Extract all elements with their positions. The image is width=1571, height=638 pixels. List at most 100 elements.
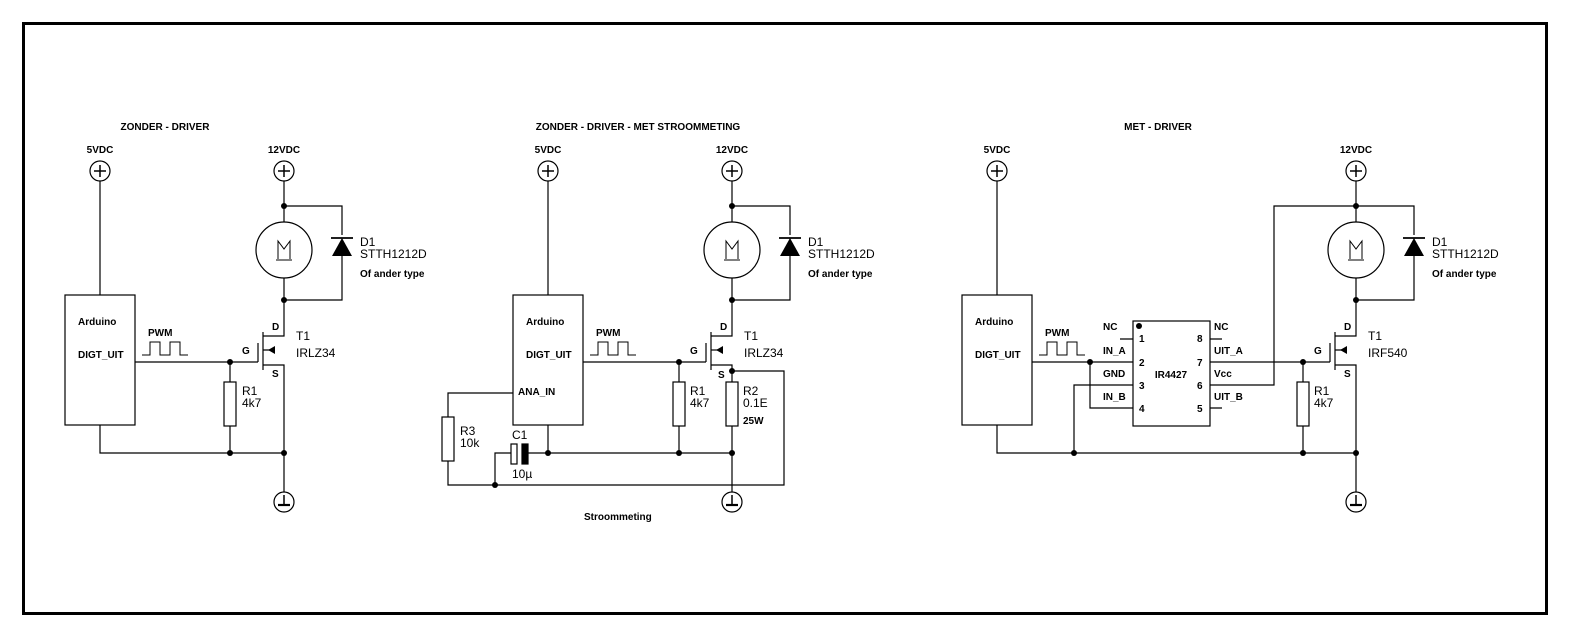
mosfet-ref: T1 bbox=[296, 329, 310, 343]
pin-number: 6 bbox=[1197, 381, 1203, 392]
pin-number: 1 bbox=[1139, 334, 1145, 345]
circuit-title: ZONDER - DRIVER bbox=[121, 122, 211, 133]
diode-ref: D1 bbox=[1432, 235, 1448, 249]
motor-symbol bbox=[1327, 221, 1385, 279]
r1-symbol bbox=[1296, 381, 1310, 427]
c1-value: 10µ bbox=[512, 467, 532, 481]
r2-symbol bbox=[725, 381, 739, 427]
pin-number: 8 bbox=[1197, 334, 1203, 345]
motor-symbol bbox=[255, 221, 313, 279]
diode-symbol bbox=[778, 237, 802, 257]
r3-ref: R3 bbox=[460, 424, 476, 438]
r1-symbol bbox=[223, 381, 237, 427]
r1-ref: R1 bbox=[690, 384, 706, 398]
pin-number: 5 bbox=[1197, 404, 1203, 415]
diode-symbol bbox=[1402, 237, 1426, 257]
r3-value: 10k bbox=[460, 436, 480, 450]
pwm-label: PWM bbox=[1045, 328, 1069, 339]
supply-12v-symbol bbox=[1345, 160, 1367, 182]
supply-12v-symbol bbox=[721, 160, 743, 182]
r2-ref: R2 bbox=[743, 384, 759, 398]
supply-5v-label: 5VDC bbox=[87, 145, 114, 156]
ground-symbol bbox=[1344, 490, 1368, 514]
supply-12v-symbol bbox=[273, 160, 295, 182]
drawing-frame bbox=[22, 22, 1548, 615]
diode-ref: D1 bbox=[360, 235, 376, 249]
arduino-pin-out: DIGT_UIT bbox=[78, 350, 124, 361]
r2-value: 0.1E bbox=[743, 396, 768, 410]
arduino-pin-in: ANA_IN bbox=[518, 387, 555, 398]
supply-5v-symbol bbox=[89, 160, 111, 182]
r1-value: 4k7 bbox=[690, 396, 710, 410]
r1-symbol bbox=[672, 381, 686, 427]
r3-symbol bbox=[441, 416, 455, 462]
ground-symbol bbox=[272, 490, 296, 514]
arduino-pin-out: DIGT_UIT bbox=[975, 350, 1021, 361]
circuit-title: ZONDER - DRIVER - MET STROOMMETING bbox=[536, 122, 741, 133]
arduino-label: Arduino bbox=[78, 317, 116, 328]
pwm-waveform bbox=[1039, 341, 1085, 356]
pin-label: IN_B bbox=[1103, 392, 1126, 403]
driver-left-pins: NC 1 IN_A 2 GND 3 IN_B 4 bbox=[1103, 322, 1145, 415]
supply-12v-label: 12VDC bbox=[716, 145, 748, 156]
diode-note: Of ander type bbox=[808, 269, 873, 280]
pin-label: GND bbox=[1103, 369, 1125, 380]
mosfet-part: IRLZ34 bbox=[296, 346, 336, 360]
mosfet-ref: T1 bbox=[1368, 329, 1382, 343]
pin-label: Vcc bbox=[1214, 369, 1232, 380]
driver-right-pins: NC 8 UIT_A 7 Vcc 6 UIT_B 5 bbox=[1197, 322, 1243, 415]
driver-ic-box bbox=[1132, 320, 1211, 427]
r1-value: 4k7 bbox=[1314, 396, 1334, 410]
mosfet-pin-d: D bbox=[272, 322, 279, 333]
r2-power: 25W bbox=[743, 416, 764, 427]
pwm-waveform bbox=[590, 341, 636, 356]
mosfet-pin-s: S bbox=[718, 370, 725, 381]
c1-symbol bbox=[510, 443, 518, 465]
pwm-label: PWM bbox=[148, 328, 172, 339]
pin-label: NC bbox=[1214, 322, 1228, 333]
ground-symbol bbox=[720, 490, 744, 514]
supply-5v-symbol bbox=[986, 160, 1008, 182]
mosfet-part: IRF540 bbox=[1368, 346, 1408, 360]
diode-ref: D1 bbox=[808, 235, 824, 249]
pin-label: UIT_B bbox=[1214, 392, 1243, 403]
mosfet-part: IRLZ34 bbox=[744, 346, 784, 360]
pin-number: 7 bbox=[1197, 358, 1203, 369]
mosfet-pin-d: D bbox=[720, 322, 727, 333]
pin-number: 4 bbox=[1139, 404, 1145, 415]
circuit-zonder-driver: ZONDER - DRIVER 5VDC 12VDC Arduino DIGT_… bbox=[64, 122, 427, 514]
pwm-label: PWM bbox=[596, 328, 620, 339]
arduino-label: Arduino bbox=[975, 317, 1013, 328]
mosfet-pin-s: S bbox=[272, 369, 279, 380]
r1-value: 4k7 bbox=[242, 396, 262, 410]
diode-part: STTH1212D bbox=[360, 247, 427, 261]
pin-label: UIT_A bbox=[1214, 346, 1243, 357]
pin-label: NC bbox=[1103, 322, 1117, 333]
mosfet-pin-g: G bbox=[690, 346, 698, 357]
supply-12v-label: 12VDC bbox=[1340, 145, 1372, 156]
pin-number: 3 bbox=[1139, 381, 1145, 392]
circuit-met-driver: MET - DRIVER 5VDC 12VDC Arduino DIGT_UIT… bbox=[961, 122, 1499, 514]
mosfet-symbol bbox=[705, 326, 733, 371]
diode-note: Of ander type bbox=[360, 269, 425, 280]
circuit-title: MET - DRIVER bbox=[1124, 122, 1193, 133]
motor-symbol bbox=[703, 221, 761, 279]
pwm-waveform bbox=[142, 341, 188, 356]
mosfet-pin-d: D bbox=[1344, 322, 1351, 333]
supply-12v-label: 12VDC bbox=[268, 145, 300, 156]
pin-number: 2 bbox=[1139, 358, 1145, 369]
supply-5v-label: 5VDC bbox=[984, 145, 1011, 156]
c1-ref: C1 bbox=[512, 428, 528, 442]
mosfet-pin-g: G bbox=[1314, 346, 1322, 357]
arduino-pin-out: DIGT_UIT bbox=[526, 350, 572, 361]
mosfet-pin-g: G bbox=[242, 346, 250, 357]
pin-label: IN_A bbox=[1103, 346, 1126, 357]
mosfet-symbol bbox=[257, 326, 285, 452]
r1-ref: R1 bbox=[1314, 384, 1330, 398]
arduino-label: Arduino bbox=[526, 317, 564, 328]
caption-stroommeting: Stroommeting bbox=[584, 512, 652, 523]
diode-part: STTH1212D bbox=[808, 247, 875, 261]
diode-part: STTH1212D bbox=[1432, 247, 1499, 261]
supply-5v-label: 5VDC bbox=[535, 145, 562, 156]
